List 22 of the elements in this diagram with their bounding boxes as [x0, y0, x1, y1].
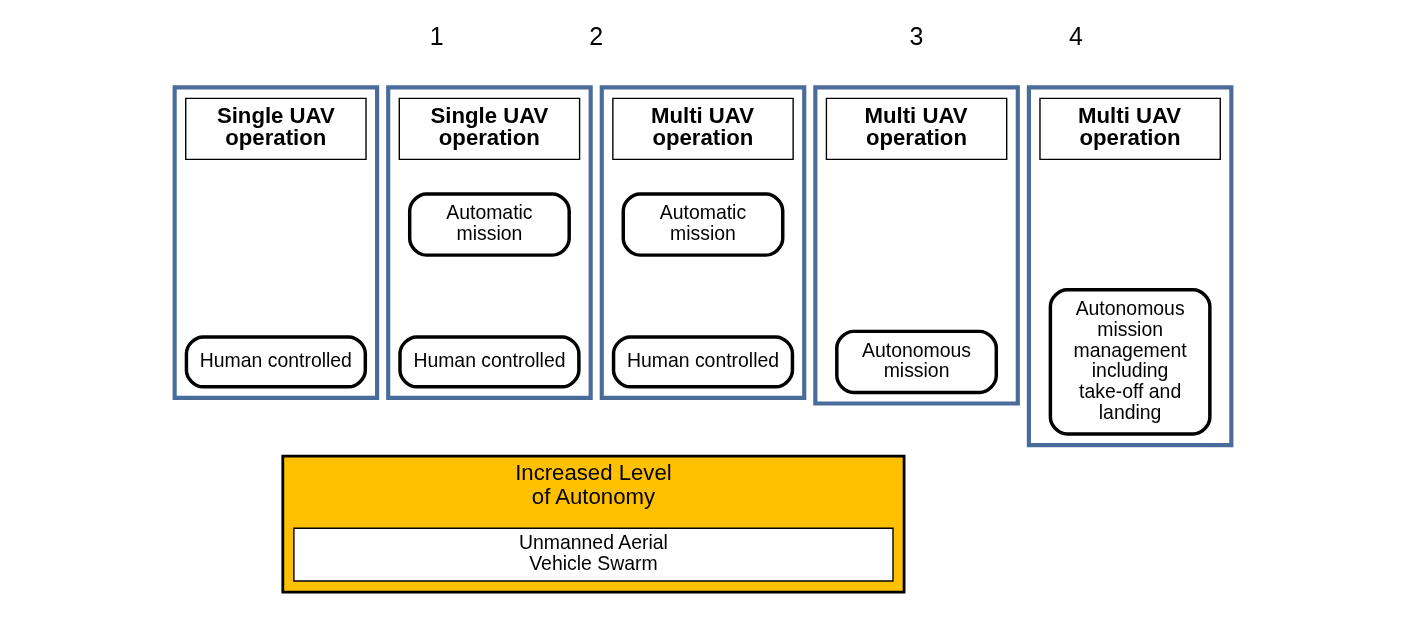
cluster: [1026, 85, 1234, 448]
node-box: Autonomous mission management including take-off and landing: [1048, 288, 1212, 436]
label: 2: [589, 21, 604, 50]
node-box: Autonomous mission: [835, 329, 999, 395]
label: 3: [909, 21, 924, 50]
node-box: Unmanned Aerial Vehicle Swarm: [293, 527, 894, 582]
cluster: [386, 85, 593, 401]
node-box: Multi UAV operation: [1039, 97, 1221, 161]
node-box: Multi UAV operation: [612, 97, 794, 161]
cluster: [172, 85, 380, 401]
label: 1: [429, 21, 444, 50]
node-box: Single UAV operation: [398, 97, 581, 161]
node-box: Multi UAV operation: [825, 97, 1008, 161]
node-box: Human controlled: [611, 335, 795, 389]
node-box: Automatic mission: [621, 192, 785, 257]
cluster: [813, 85, 1020, 406]
cluster: [599, 85, 807, 401]
node-box: Human controlled: [398, 335, 581, 389]
node-box: Human controlled: [184, 335, 368, 389]
node-box: Automatic mission: [407, 192, 571, 257]
label: 4: [1069, 21, 1083, 50]
node-box: Single UAV operation: [185, 97, 367, 161]
